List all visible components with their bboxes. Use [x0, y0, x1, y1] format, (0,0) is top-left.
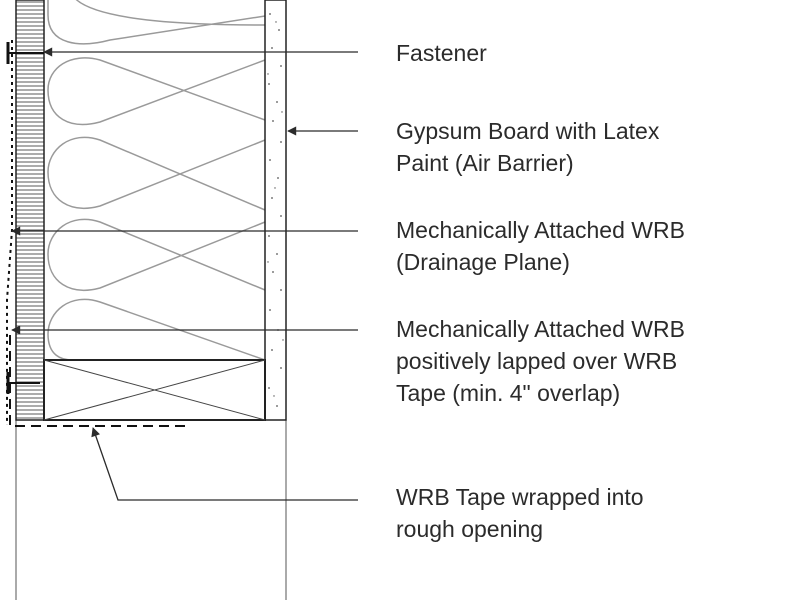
sill-framing — [43, 359, 266, 421]
leader-wrb-tape — [91, 427, 358, 501]
label-fastener: Fastener — [396, 40, 487, 66]
label-wrb-lapped: Mechanically Attached WRB positively lap… — [396, 316, 691, 406]
wrb-tape — [9, 335, 188, 427]
cladding — [15, 0, 45, 421]
wrb-drainage-plane — [6, 40, 13, 425]
label-wrb-drainage: Mechanically Attached WRB (Drainage Plan… — [396, 217, 691, 275]
label-wrb-tape: WRB Tape wrapped into rough opening — [396, 484, 650, 542]
label-gypsum-board: Gypsum Board with Latex Paint (Air Barri… — [396, 118, 666, 176]
batt-insulation — [47, 0, 266, 361]
fastener-top — [6, 42, 44, 64]
gypsum-board — [264, 0, 287, 421]
fastener-bottom — [6, 372, 40, 394]
